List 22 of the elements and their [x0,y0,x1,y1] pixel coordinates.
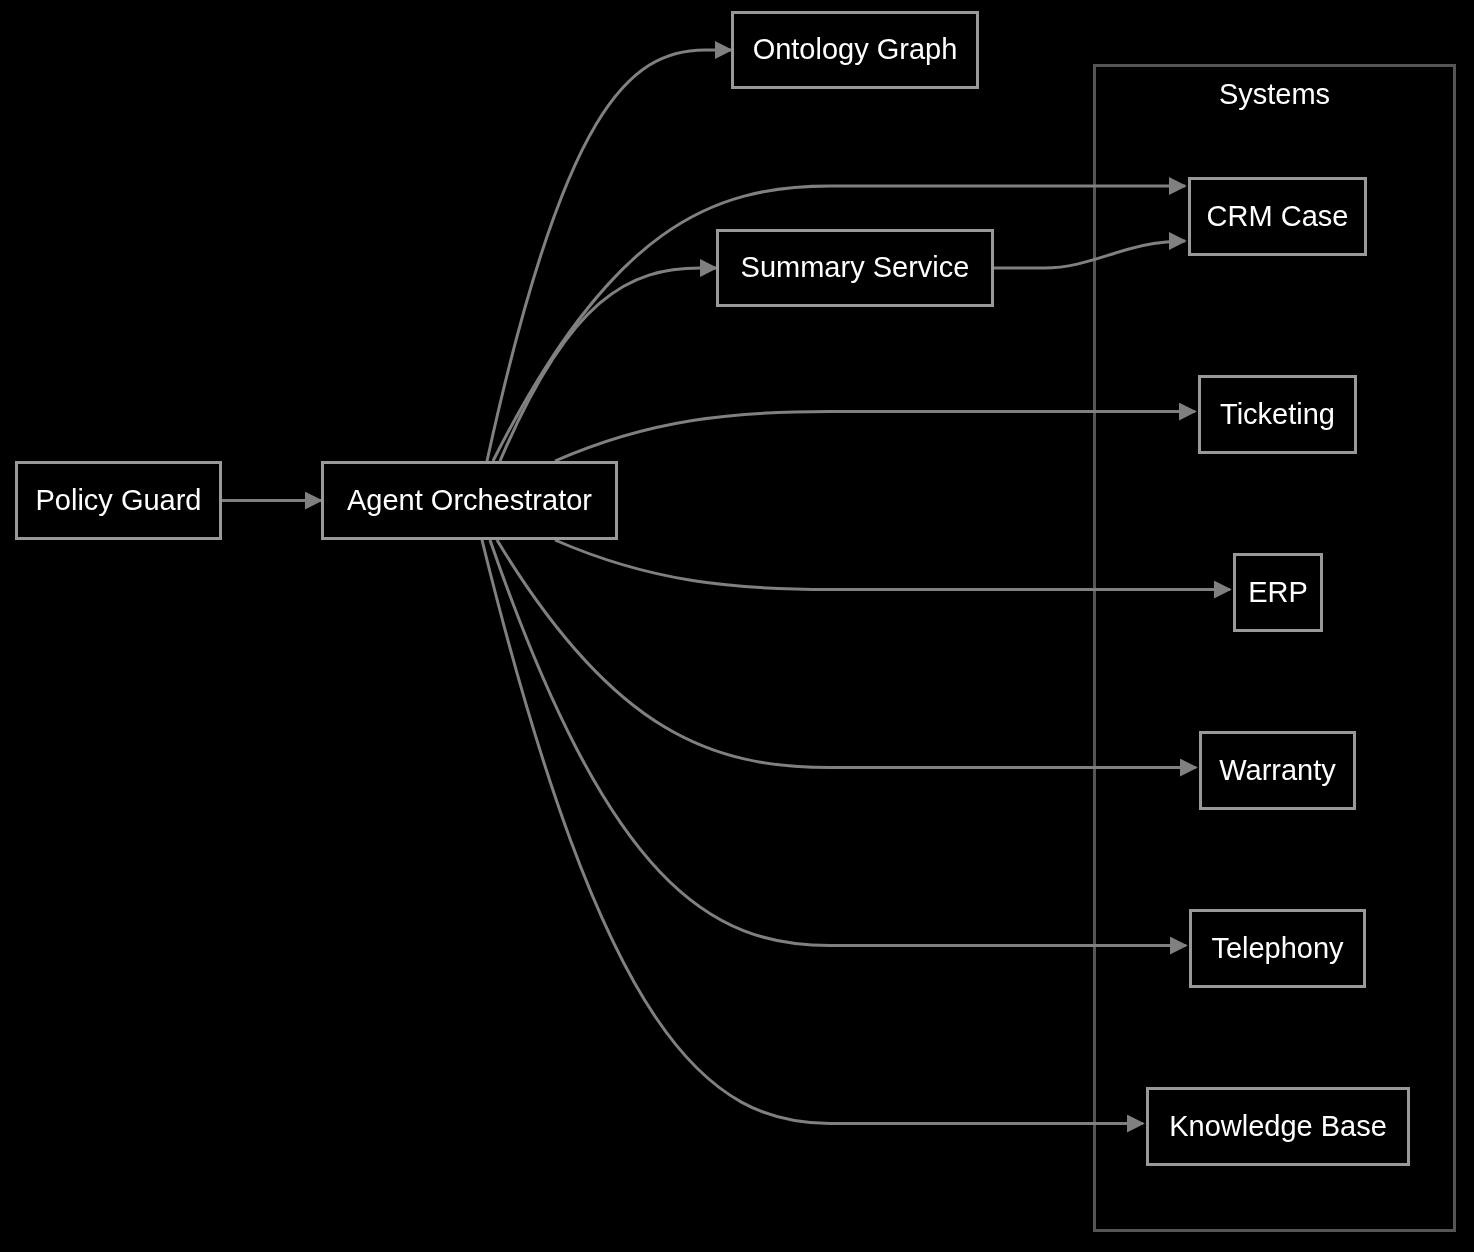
process-box: Knowledge Base [1146,1087,1410,1166]
arrow [554,402,1197,463]
process-box: Ontology Graph [731,11,979,89]
process-box: Ticketing [1198,375,1357,454]
arrow [994,232,1187,270]
arrow [554,538,1232,599]
arrow [498,259,718,462]
arrow [491,177,1187,462]
process-box: Warranty [1199,731,1356,810]
process-box: ERP [1233,553,1323,632]
process-box: CRM Case [1188,177,1367,256]
arrow [485,41,733,462]
arrow [488,539,1188,955]
group-title: Systems [1217,77,1332,112]
process-box: Summary Service [716,229,994,307]
process-box: Policy Guard [15,461,222,540]
arrow [480,539,1145,1133]
arrow [222,491,323,510]
process-box: Agent Orchestrator [321,461,618,540]
group-frame [1093,64,1456,1232]
process-box: Telephony [1189,909,1366,988]
arrow [495,539,1198,777]
